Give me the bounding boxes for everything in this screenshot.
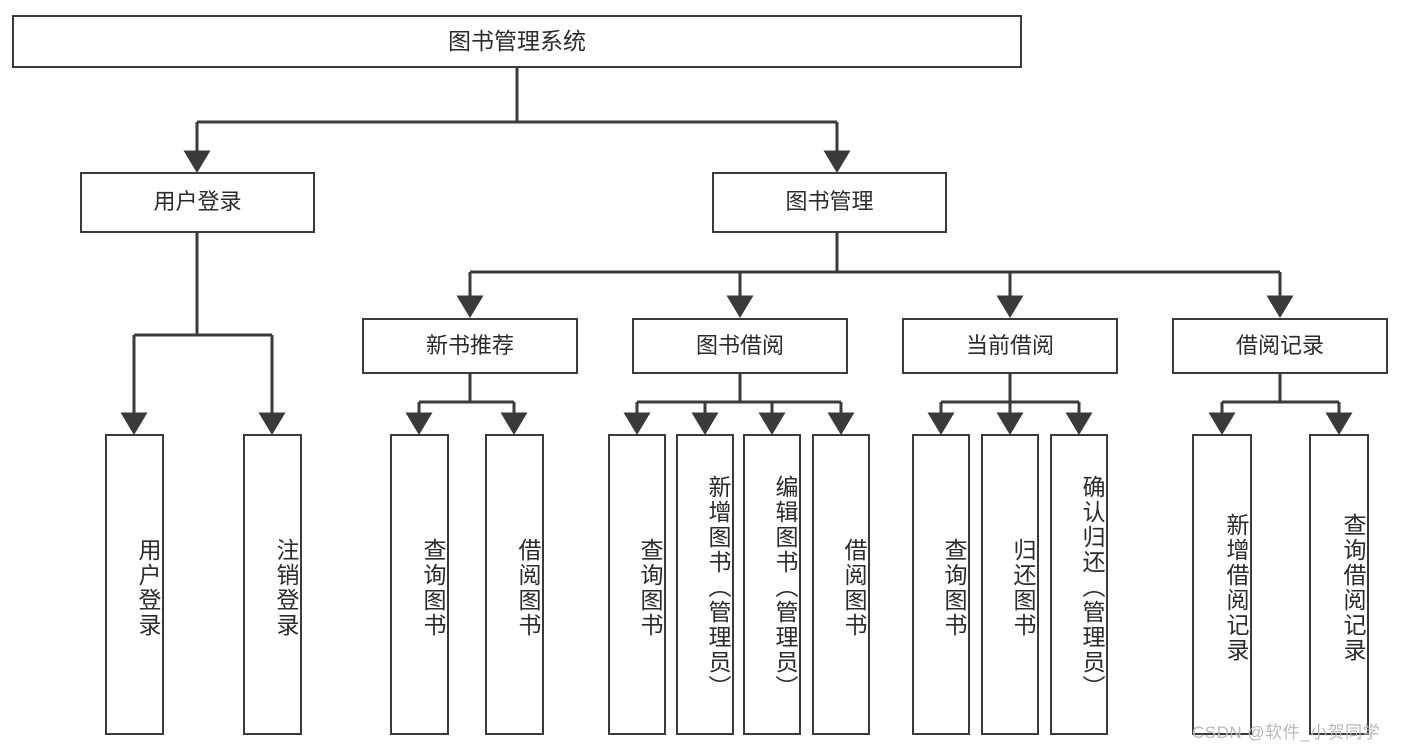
leaf-query-record-label: 查询借阅记录 xyxy=(1340,512,1366,663)
node-new-book-recommend[interactable]: 新书推荐 xyxy=(362,318,578,374)
leaf-query-book-3-label: 查询图书 xyxy=(941,537,967,638)
node-book-borrow[interactable]: 图书借阅 xyxy=(632,318,848,374)
leaf-return-book-label: 归还图书 xyxy=(1010,537,1036,638)
leaf-user-login[interactable]: 用户登录 xyxy=(105,434,164,735)
leaf-confirm-return-label: 确认归还（管理员） xyxy=(1079,475,1105,700)
leaf-borrow-book-1[interactable]: 借阅图书 xyxy=(485,434,544,735)
leaf-edit-book-label: 编辑图书（管理员） xyxy=(772,475,798,700)
leaf-borrow-book-2[interactable]: 借阅图书 xyxy=(812,434,870,735)
leaf-query-book-1[interactable]: 查询图书 xyxy=(390,434,449,735)
leaf-query-book-2-label: 查询图书 xyxy=(637,537,663,638)
leaf-return-book[interactable]: 归还图书 xyxy=(981,434,1039,735)
leaf-logout[interactable]: 注销登录 xyxy=(243,434,302,735)
node-root[interactable]: 图书管理系统 xyxy=(12,15,1022,68)
node-user-login[interactable]: 用户登录 xyxy=(80,172,315,233)
leaf-query-book-2[interactable]: 查询图书 xyxy=(608,434,666,735)
node-root-label: 图书管理系统 xyxy=(448,28,586,55)
leaf-query-book-3[interactable]: 查询图书 xyxy=(912,434,970,735)
leaf-add-book-label: 新增图书（管理员） xyxy=(705,475,731,700)
node-current-borrow-label: 当前借阅 xyxy=(965,332,1054,358)
leaf-add-book[interactable]: 新增图书（管理员） xyxy=(676,434,734,735)
leaf-user-login-label: 用户登录 xyxy=(135,537,161,638)
node-borrow-record[interactable]: 借阅记录 xyxy=(1172,318,1388,374)
node-current-borrow[interactable]: 当前借阅 xyxy=(902,318,1118,374)
leaf-query-book-1-label: 查询图书 xyxy=(420,537,446,638)
node-book-manage-label: 图书管理 xyxy=(785,189,874,215)
node-borrow-record-label: 借阅记录 xyxy=(1235,332,1324,358)
leaf-borrow-book-2-label: 借阅图书 xyxy=(841,537,867,638)
leaf-borrow-book-1-label: 借阅图书 xyxy=(515,537,541,638)
leaf-query-record[interactable]: 查询借阅记录 xyxy=(1309,434,1369,735)
node-new-book-recommend-label: 新书推荐 xyxy=(425,332,514,358)
node-user-login-label: 用户登录 xyxy=(153,189,242,215)
leaf-add-record-label: 新增借阅记录 xyxy=(1223,512,1249,663)
leaf-confirm-return[interactable]: 确认归还（管理员） xyxy=(1050,434,1108,735)
leaf-add-record[interactable]: 新增借阅记录 xyxy=(1192,434,1252,735)
node-book-borrow-label: 图书借阅 xyxy=(695,332,784,358)
leaf-edit-book[interactable]: 编辑图书（管理员） xyxy=(743,434,801,735)
leaf-logout-label: 注销登录 xyxy=(273,537,299,638)
node-book-manage[interactable]: 图书管理 xyxy=(712,172,947,233)
